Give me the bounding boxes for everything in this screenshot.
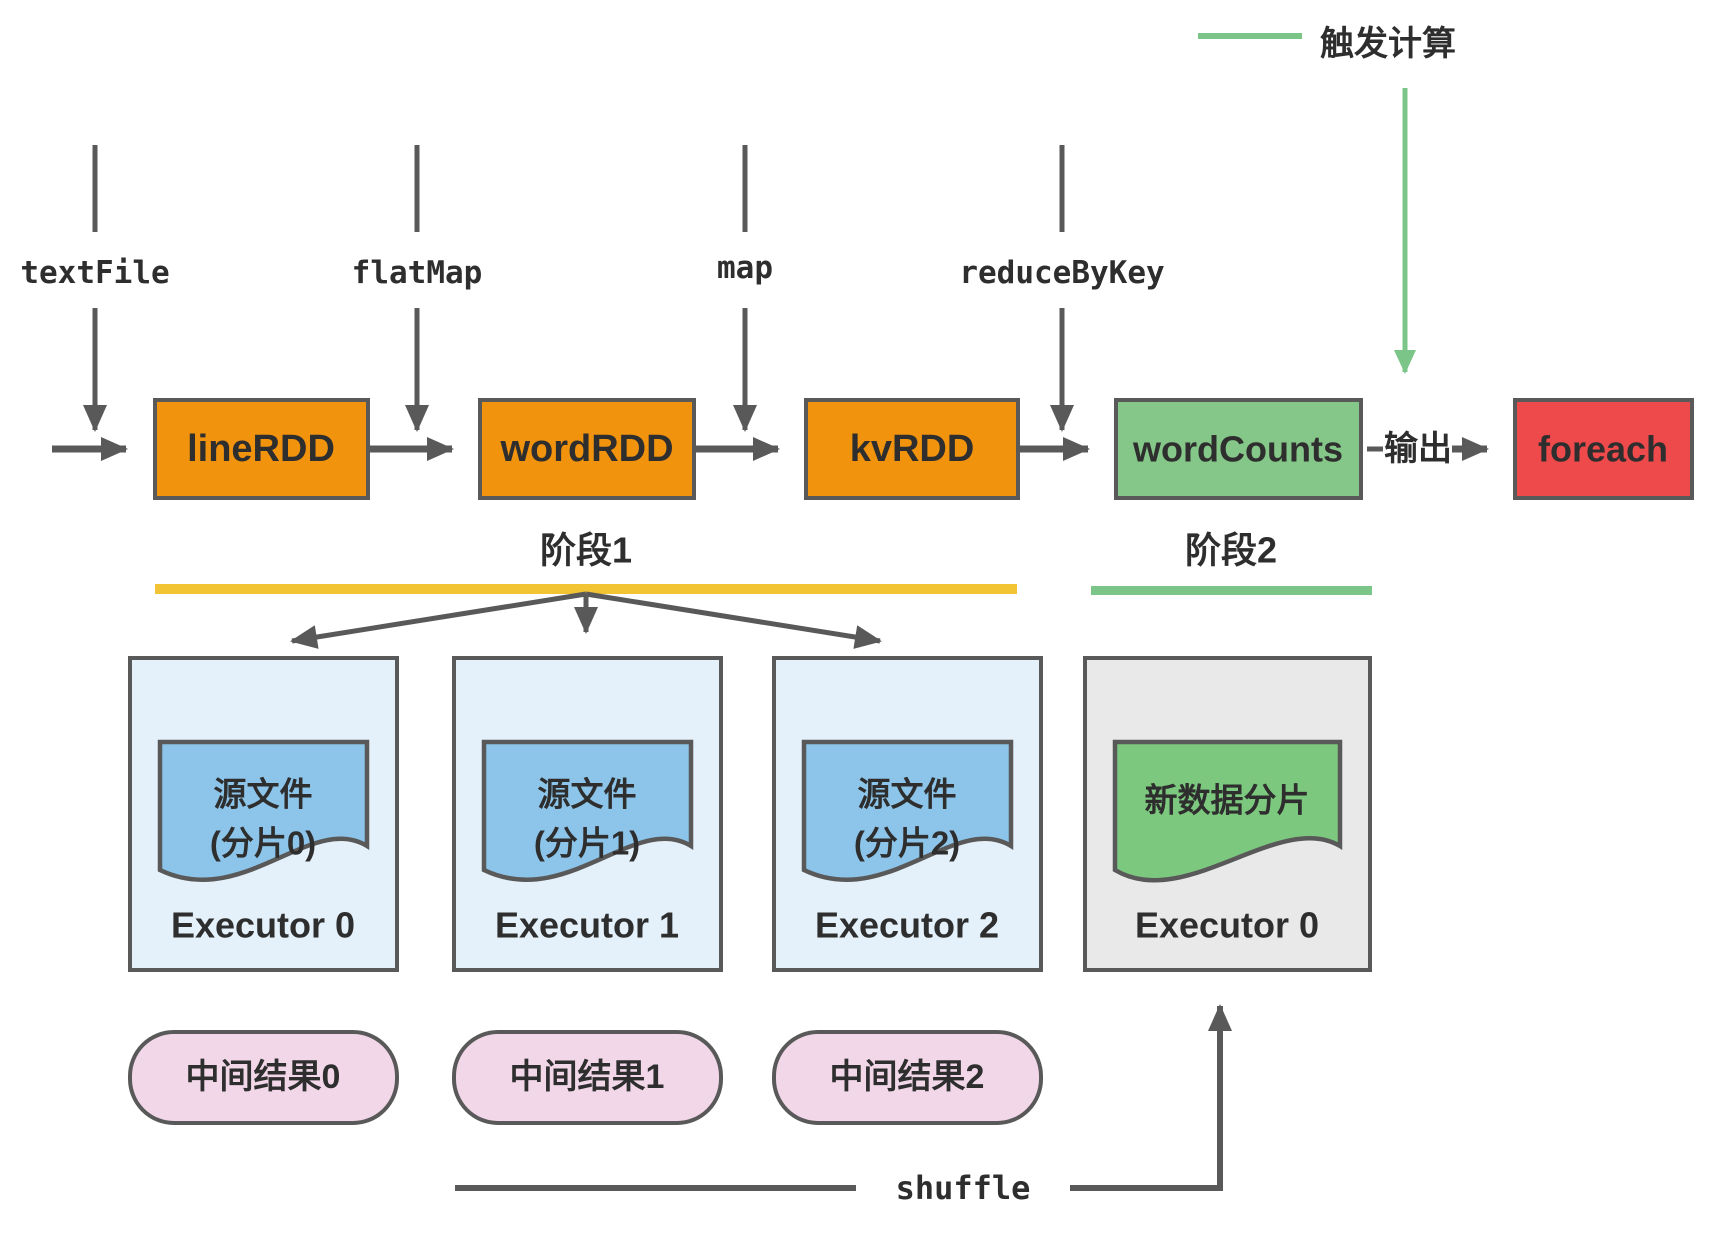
- fanout-arrow-left: [290, 591, 587, 649]
- operator-column-reducebykey: reduceByKey: [959, 145, 1165, 432]
- stage-1-label: 阶段1: [540, 530, 632, 571]
- fanout-arrow-right: [585, 591, 882, 649]
- executor-box-2: 源文件 (分片2) Executor 2: [772, 656, 1043, 972]
- executor-box-0: 源文件 (分片0) Executor 0: [128, 656, 399, 972]
- intermediate-pill-1: [452, 1030, 723, 1125]
- rdd-pipeline: lineRDD wordRDD kvRDD wordCounts 输出 fore…: [52, 398, 1694, 500]
- rdd-box-wordrdd: [478, 398, 696, 500]
- stage-1-header: 阶段1: [155, 530, 1017, 594]
- operator-label-map: map: [717, 250, 773, 286]
- operator-column-map: map: [717, 145, 773, 432]
- doc-3-line1: 新数据分片: [1145, 782, 1310, 819]
- shuffle-label: shuffle: [896, 1169, 1031, 1207]
- intermediate-pill-1-label: 中间结果1: [510, 1058, 665, 1096]
- doc-0-line2: (分片0): [210, 825, 316, 862]
- trigger-legend-label: 触发计算: [1320, 25, 1456, 63]
- executor-box-1: 源文件 (分片1) Executor 1: [452, 656, 723, 972]
- rdd-box-foreach: [1513, 398, 1694, 500]
- executor-1-title: Executor 1: [495, 905, 679, 946]
- doc-2-line2: (分片2): [854, 825, 960, 862]
- operator-label-flatmap: flatMap: [352, 255, 483, 291]
- rdd-label-kvrdd: kvRDD: [850, 428, 975, 470]
- source-file-doc-0: [157, 739, 370, 883]
- doc-0-line1: 源文件: [214, 776, 313, 813]
- executor-3-title: Executor 0: [1135, 905, 1319, 946]
- source-file-doc-2: [801, 739, 1014, 883]
- executor-box-3: 新数据分片 Executor 0: [1083, 656, 1372, 972]
- rdd-label-foreach: foreach: [1538, 429, 1668, 470]
- rdd-box-linerdd: [153, 398, 370, 500]
- executor-2-title: Executor 2: [815, 905, 999, 946]
- intermediate-pill-0-label: 中间结果0: [186, 1058, 341, 1096]
- output-label: 输出: [1384, 430, 1452, 468]
- intermediate-pill-2-label: 中间结果2: [830, 1058, 985, 1096]
- operator-column-flatmap: flatMap: [352, 145, 483, 432]
- operator-column-textfile: textFile: [20, 145, 170, 432]
- intermediate-pill-0: [128, 1030, 399, 1125]
- new-data-partition-doc: [1112, 739, 1343, 883]
- intermediate-results: 中间结果0 中间结果1 中间结果2: [128, 1030, 1043, 1125]
- operator-label-textfile: textFile: [20, 255, 169, 291]
- doc-1-line2: (分片1): [534, 825, 640, 862]
- intermediate-pill-2: [772, 1030, 1043, 1125]
- rdd-label-wordcounts: wordCounts: [1132, 429, 1343, 470]
- rdd-box-wordcounts: [1114, 398, 1363, 500]
- rdd-label-linerdd: lineRDD: [187, 428, 335, 470]
- doc-1-line1: 源文件: [538, 776, 637, 813]
- shuffle-flow: shuffle: [455, 1004, 1232, 1207]
- stage-2-label: 阶段2: [1185, 530, 1277, 571]
- executor-0-title: Executor 0: [171, 905, 355, 946]
- stage-fanout-arrows: [290, 591, 882, 649]
- stage-2-header: 阶段2: [1091, 530, 1372, 595]
- trigger-legend: 触发计算: [1198, 25, 1456, 374]
- shuffle-arrow-to-executor: [1070, 1004, 1232, 1191]
- doc-2-line1: 源文件: [858, 776, 957, 813]
- stage-1-underline: [155, 584, 1017, 594]
- source-file-doc-1: [481, 739, 694, 883]
- operator-label-reducebykey: reduceByKey: [959, 255, 1164, 291]
- rdd-box-kvrdd: [804, 398, 1020, 500]
- stage-2-underline: [1091, 586, 1372, 595]
- rdd-label-wordrdd: wordRDD: [499, 428, 673, 470]
